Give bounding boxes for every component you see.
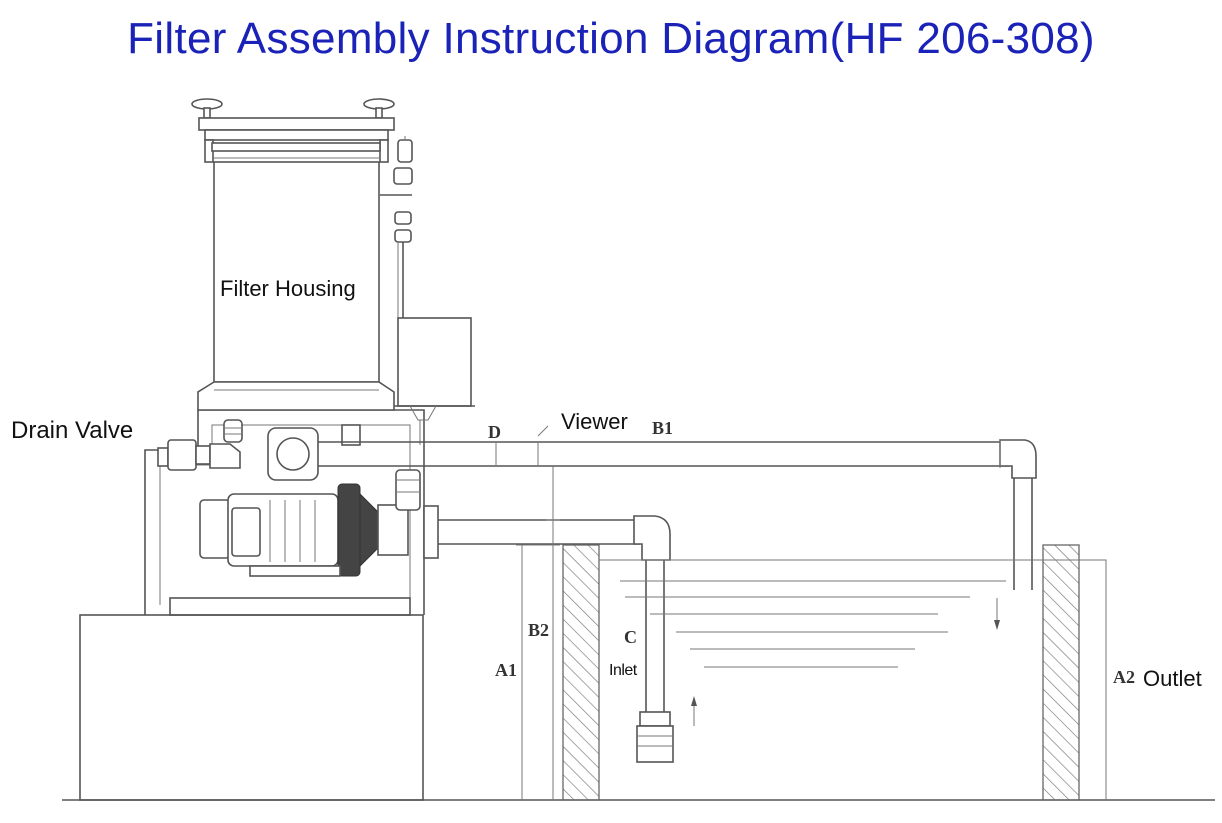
housing-outlet-flange [267,424,361,481]
label-filter-housing: Filter Housing [220,276,356,301]
tank-wall-left [562,544,600,801]
control-box [394,317,475,445]
label-inlet: Inlet [609,662,637,679]
return-pipe-b1 [318,425,1037,590]
pump-motor [199,483,379,577]
intake-arrow-icon [691,696,697,726]
tank-wall-right [1042,544,1080,801]
base-block [79,614,424,801]
label-outlet: Outlet [1143,666,1202,691]
dimension-lines [516,466,560,800]
label-a1: A1 [495,660,517,680]
label-b1: B1 [652,418,674,438]
label-viewer: Viewer [561,409,628,434]
outflow-arrow-icon [994,598,1000,630]
label-drain-valve: Drain Valve [11,417,134,444]
drain-valve [157,419,243,471]
label-c: C [624,627,637,647]
diagram-title: Filter Assembly Instruction Diagram(HF 2… [127,14,1095,63]
handwheel-left-icon [191,98,223,119]
handwheel-right-icon [363,98,395,119]
suction-pipe-b2 [438,515,674,763]
filter-housing [191,98,395,411]
pump-head [377,469,439,559]
tank [562,544,1107,801]
label-b2: B2 [528,620,550,640]
label-a2: A2 [1113,667,1135,687]
label-d: D [488,422,501,442]
pressure-gauge-assembly [380,136,413,318]
